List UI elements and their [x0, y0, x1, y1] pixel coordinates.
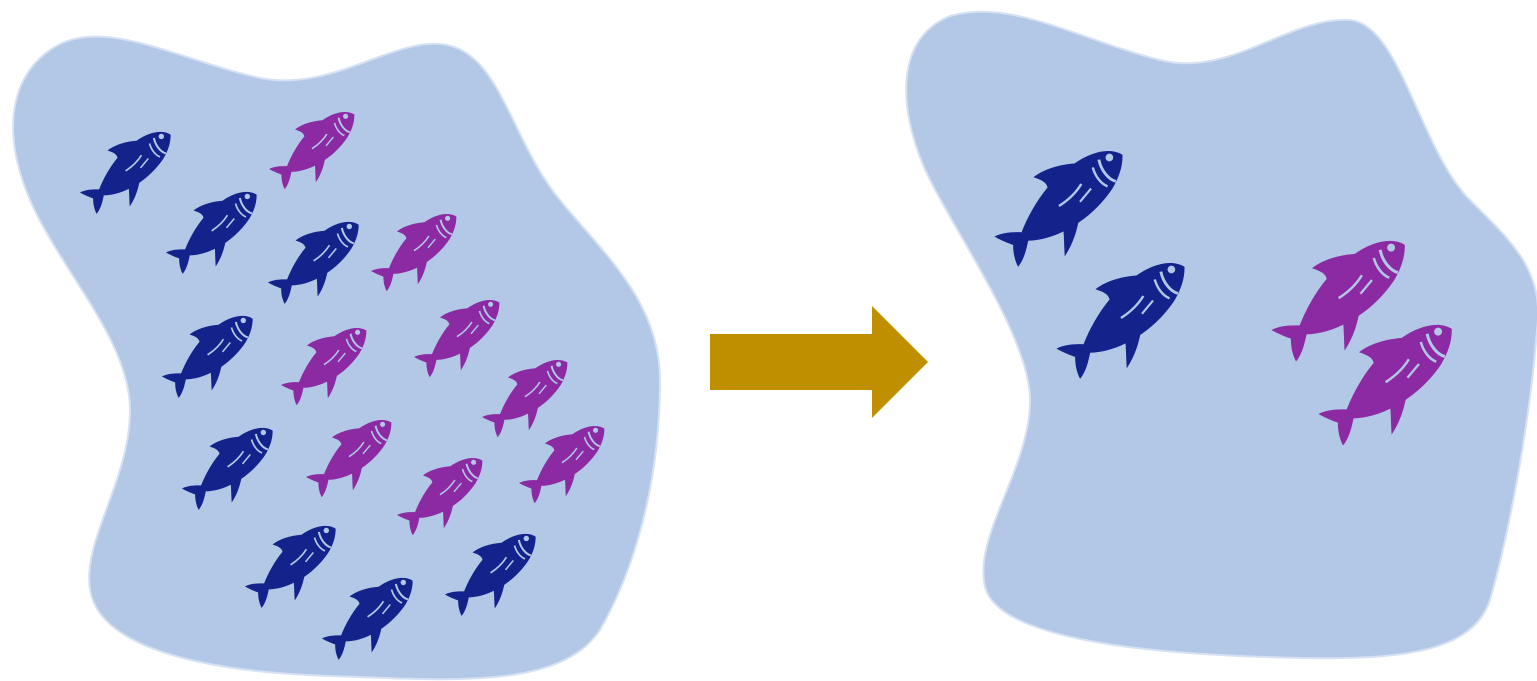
right-arrow-icon — [710, 306, 928, 418]
